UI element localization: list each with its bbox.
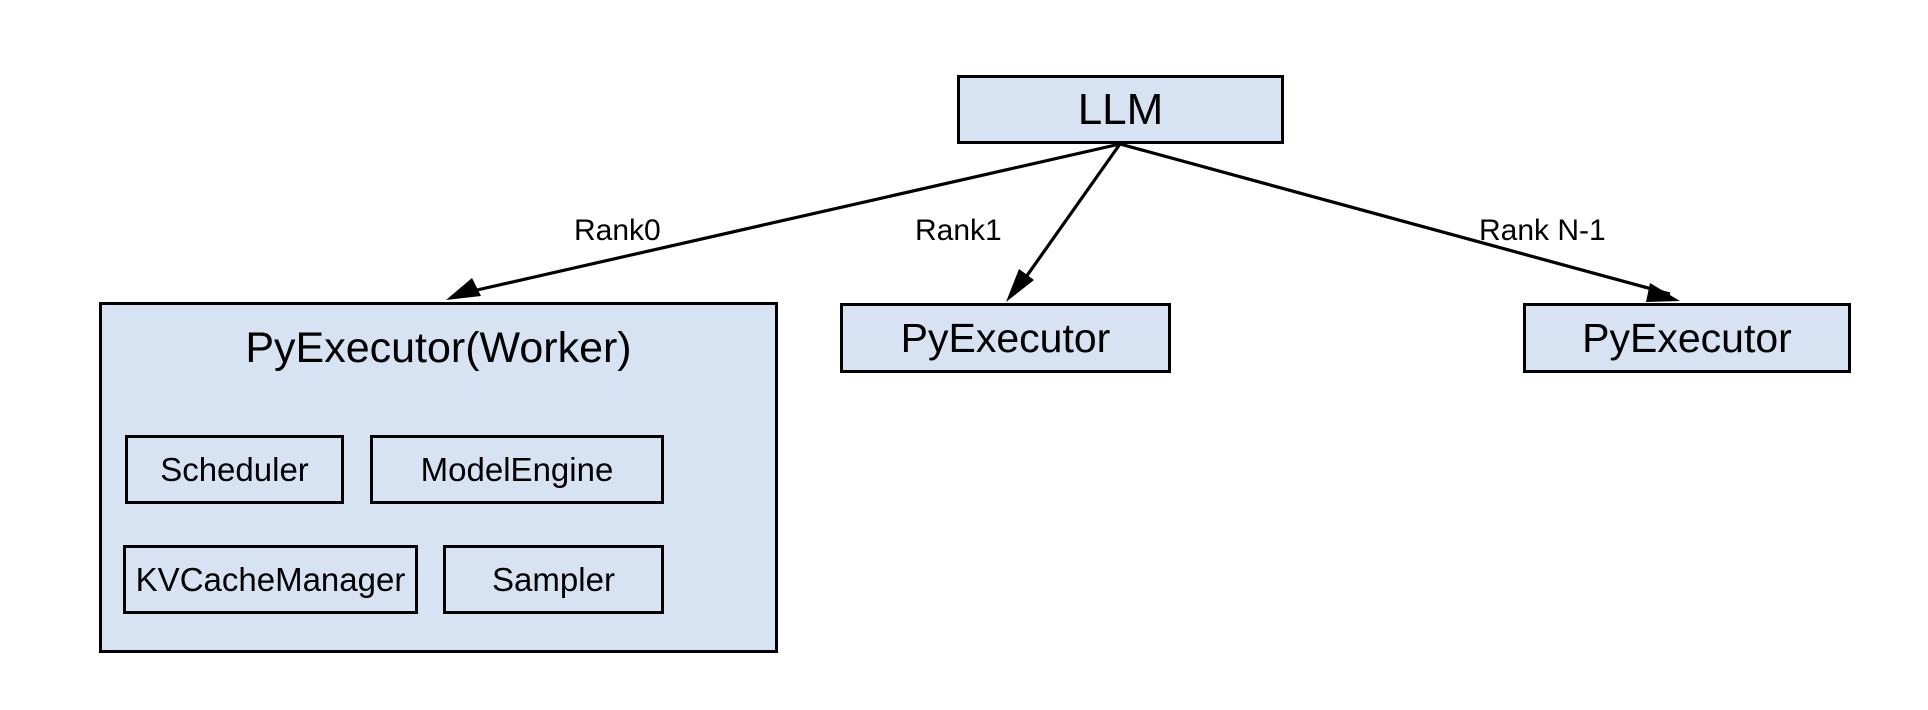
node-kv-cache-manager-label: KVCacheManager xyxy=(135,561,406,598)
node-pyexecutor-rank-n-1[interactable]: PyExecutor xyxy=(1523,303,1851,373)
node-model-engine[interactable]: ModelEngine xyxy=(370,435,664,504)
edge-rank0 xyxy=(446,142,1121,300)
node-scheduler-label: Scheduler xyxy=(160,451,309,488)
node-kv-cache-manager[interactable]: KVCacheManager xyxy=(123,545,418,614)
node-model-engine-label: ModelEngine xyxy=(420,451,614,488)
node-sampler[interactable]: Sampler xyxy=(443,545,664,614)
node-pyexecutor-worker-label: PyExecutor(Worker) xyxy=(245,324,632,372)
edge-rankn xyxy=(1119,142,1680,302)
node-pyexecutor-rank1[interactable]: PyExecutor xyxy=(840,303,1171,373)
node-sampler-label: Sampler xyxy=(492,561,615,598)
edge-rank1 xyxy=(1006,143,1122,302)
node-scheduler[interactable]: Scheduler xyxy=(125,435,344,504)
edge-label-rank1: Rank1 xyxy=(915,214,1002,247)
node-llm[interactable]: LLM xyxy=(957,75,1284,144)
node-pyexecutor-rank1-label: PyExecutor xyxy=(900,314,1111,361)
node-pyexecutor-worker[interactable]: PyExecutor(Worker) Scheduler ModelEngine… xyxy=(99,302,778,653)
node-pyexecutor-rank-n-1-label: PyExecutor xyxy=(1582,314,1792,361)
edge-label-rank-n-1: Rank N-1 xyxy=(1479,214,1606,247)
edge-label-rank0: Rank0 xyxy=(574,214,661,247)
node-llm-label: LLM xyxy=(1077,84,1164,134)
